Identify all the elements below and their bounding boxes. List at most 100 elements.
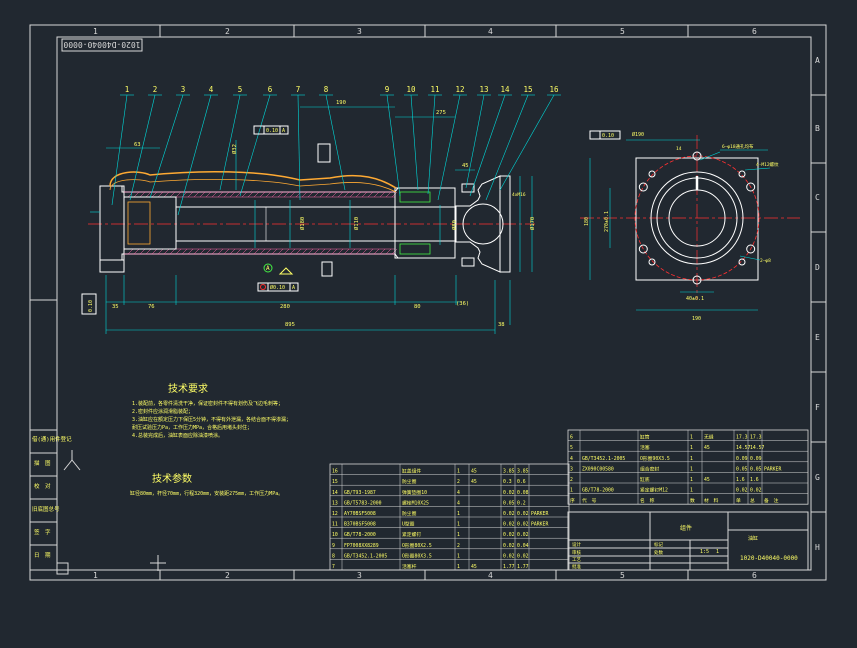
cylinder-section-view[interactable] <box>88 143 535 277</box>
balloon-leader <box>499 94 555 191</box>
balloon-12: 12 <box>455 85 464 94</box>
hatch-line <box>151 191 158 198</box>
bom-cell: 1 <box>457 532 460 538</box>
bom-cell: 1.6 <box>736 477 745 483</box>
tech-req-line-4: 4.总装完成后，油缸表面应除油漆喷涂。 <box>132 432 223 439</box>
dimension-texts: 63 190 275 45 35 76 280 80 (36) 895 38 Ø… <box>112 100 536 328</box>
hatch-line <box>163 248 170 255</box>
bom-cell: 0.02 <box>503 553 515 559</box>
gdt-value-2: Ø0.10 <box>270 284 285 291</box>
balloon-5: 5 <box>238 85 243 94</box>
bom-header-cell: 名 称 <box>640 497 655 504</box>
hatch-line <box>265 248 272 255</box>
bom-cell: 45 <box>471 479 477 485</box>
bom-header-cell: 序 <box>570 497 575 504</box>
bom-cell: 1 <box>457 553 460 559</box>
bom-cell: O形圈90X3.5 <box>640 455 670 462</box>
hatch-line <box>253 248 260 255</box>
corner-hole <box>738 170 746 178</box>
hatch-line <box>355 191 362 198</box>
bom-cell: 14.57 <box>750 445 765 451</box>
hatch-line <box>163 191 170 198</box>
balloon-leader <box>149 94 184 199</box>
bom-cell: 0.02 <box>503 490 515 496</box>
hatch-line <box>295 248 302 255</box>
row-label-b: B <box>815 124 820 133</box>
bom-cell: GB/T3452.1-2005 <box>582 456 625 462</box>
title-block-drawing-no: 1020-D40040-0000 <box>740 555 798 562</box>
bom-cell: 0.02 <box>736 488 748 494</box>
hatch-line <box>139 191 146 198</box>
balloon-leader <box>437 94 461 201</box>
dim-76: 76 <box>148 304 155 310</box>
dim-d80: Ø80 <box>451 220 458 230</box>
drain-fitting <box>321 261 333 277</box>
gdt-frames: 0.10 A Ø0.10 A 0.10 A <box>81 125 299 315</box>
hatch-line <box>145 248 152 255</box>
bom-cell: 0.02 <box>517 511 529 517</box>
bom-header-cell: 单 <box>736 497 741 504</box>
tech-params-title: 技术参数 <box>152 472 192 485</box>
bom-cell: 0.08 <box>517 490 529 496</box>
balloon-leader <box>469 94 506 197</box>
balloon-numbers: 1 2 3 4 5 6 7 8 9 10 11 12 13 14 15 16 <box>125 85 559 94</box>
bom-cell: 0.05 <box>736 466 748 472</box>
bom-cell: 1 <box>690 466 693 472</box>
title-block-label-5: 处数 <box>654 549 663 556</box>
drawing-number-box <box>61 38 143 52</box>
gdt-value-1: 0.10 <box>266 128 278 134</box>
bom-cell: 紧定螺钉M12 <box>640 487 668 494</box>
left-block-label-2: 校 对 <box>34 482 51 490</box>
left-block-label-3: 旧底图总号 <box>32 505 60 513</box>
title-block-sheet: 1 <box>716 549 719 555</box>
hatch-line <box>307 191 314 198</box>
bom-cell: 12 <box>332 511 338 517</box>
col-label-top-5: 5 <box>620 27 625 36</box>
bom-cell: 13 <box>332 500 338 506</box>
end-gdt-frame <box>589 130 621 140</box>
bom-cell: 缸筒 <box>640 434 650 441</box>
bom-cell: ZX090C00580 <box>582 466 614 472</box>
hatch-line <box>277 191 284 198</box>
row-label-e: E <box>815 333 820 342</box>
balloon-13: 13 <box>479 85 488 94</box>
hatch-line <box>241 248 248 255</box>
col-label-top-4: 4 <box>488 27 493 36</box>
hatch-line <box>199 248 206 255</box>
dim-895: 895 <box>285 322 295 328</box>
gland-bolt-top <box>461 183 475 193</box>
bom-cell: 0.09 <box>750 456 762 462</box>
tech-req-title: 技术要求 <box>168 382 208 395</box>
hatch-line <box>217 248 224 255</box>
bom-cell: PARKER <box>531 511 548 517</box>
balloon-leader <box>219 94 241 191</box>
dim-d180: Ø180 <box>299 217 306 230</box>
end-view[interactable]: 180 270±0.1 190 40±0.1 Ø190 6—φ18通孔均布 4-… <box>580 130 800 322</box>
title-block-label-3: 批准 <box>572 563 581 570</box>
bom-cell: 7 <box>332 564 335 570</box>
title-block-label-1: 审核 <box>572 549 581 556</box>
bom-cell: 1 <box>690 445 693 451</box>
col-label-bottom-2: 2 <box>225 571 230 580</box>
balloon-leader <box>386 94 401 197</box>
hatch-line <box>361 191 368 198</box>
end-dim-270: 270±0.1 <box>604 211 610 232</box>
bom-cell: 3.85 <box>517 469 529 475</box>
balloon-7: 7 <box>296 85 301 94</box>
hatch-line <box>133 191 140 198</box>
bom-cell: 1 <box>690 456 693 462</box>
bom-cell: 5 <box>570 445 573 451</box>
hatch-line <box>307 248 314 255</box>
zone-ticks <box>30 25 826 580</box>
hatch-line <box>157 191 164 198</box>
bom-cell: 0.02 <box>517 553 529 559</box>
bom-cell: 45 <box>471 469 477 475</box>
hatch-line <box>139 248 146 255</box>
end-dim-14: 14 <box>676 146 682 152</box>
left-info-block: 借(通)用件登记 描 图 校 对 旧底图总号 签 字 日 期 <box>29 429 72 571</box>
hatch-line <box>259 191 266 198</box>
hatch-line <box>337 248 344 255</box>
bom-cell: 活塞 <box>640 444 650 451</box>
